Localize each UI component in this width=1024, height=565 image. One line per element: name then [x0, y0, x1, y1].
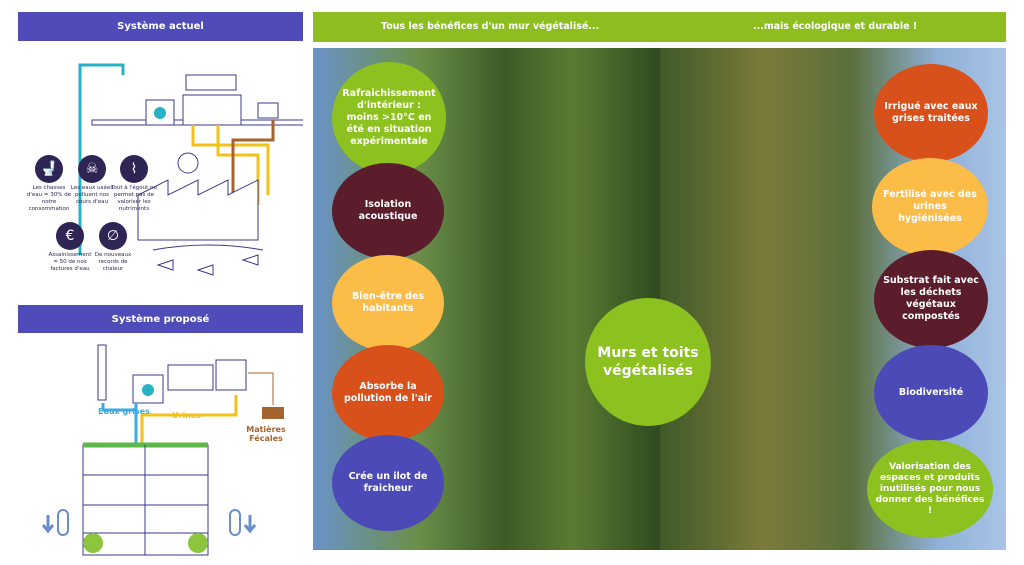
benefit-heat-island: Crée un ilot de fraicheur [332, 435, 444, 531]
proposed-system-diagram [41, 344, 284, 556]
benefit-acoustic: Isolation acoustique [332, 163, 444, 259]
eco-fertilizer: Fertilisé avec des urines hygiénisées [872, 158, 988, 256]
current-system-header: Système actuel [18, 12, 303, 41]
urine-label: Urines [172, 411, 202, 420]
header-left: Tous les bénéfices d'un mur végétalisé..… [381, 21, 600, 32]
euro-icon: € [56, 222, 84, 250]
icon-caption: Les chasses d'eau = 30% de notre consomm… [26, 185, 72, 212]
eco-valorisation: Valorisation des espaces et produits inu… [867, 440, 993, 538]
empty-set-icon: ∅ [99, 222, 127, 250]
icon-caption: Les eaux usées polluent nos cours d'eau [70, 185, 114, 205]
icon-caption: Tout à l'égout ne permet pas de valorise… [111, 185, 157, 212]
eco-substrate: Substrat fait avec les déchets végétaux … [874, 250, 988, 348]
icon-caption: Assainissement = 50 de nos factures d'ea… [48, 252, 92, 272]
benefit-cooling: Rafraichissement d'intérieur : moins >10… [332, 62, 446, 174]
current-system-diagram [78, 63, 303, 276]
toilet-icon: 🚽 [35, 155, 63, 183]
eco-biodiversity: Biodiversité [874, 345, 988, 441]
icon-caption: De nouveaux records de chaleur [94, 252, 132, 272]
center-green-walls: Murs et toits végétalisés [585, 298, 711, 426]
skull-icon: ☠ [78, 155, 106, 183]
benefit-wellbeing: Bien-être des habitants [332, 255, 444, 351]
benefits-header-bar: Tous les bénéfices d'un mur végétalisé..… [313, 12, 1006, 42]
pipe-icon: ⌇ [120, 155, 148, 183]
header-right: ...mais écologique et durable ! [753, 21, 918, 32]
grey-water-label: Eaux grises [98, 407, 150, 416]
benefit-air: Absorbe la pollution de l'air [332, 345, 444, 441]
proposed-system-header: Système proposé [18, 305, 303, 333]
eco-irrigation: Irrigué avec eaux grises traitées [874, 64, 988, 162]
feces-label: Matières Fécales [246, 425, 286, 443]
